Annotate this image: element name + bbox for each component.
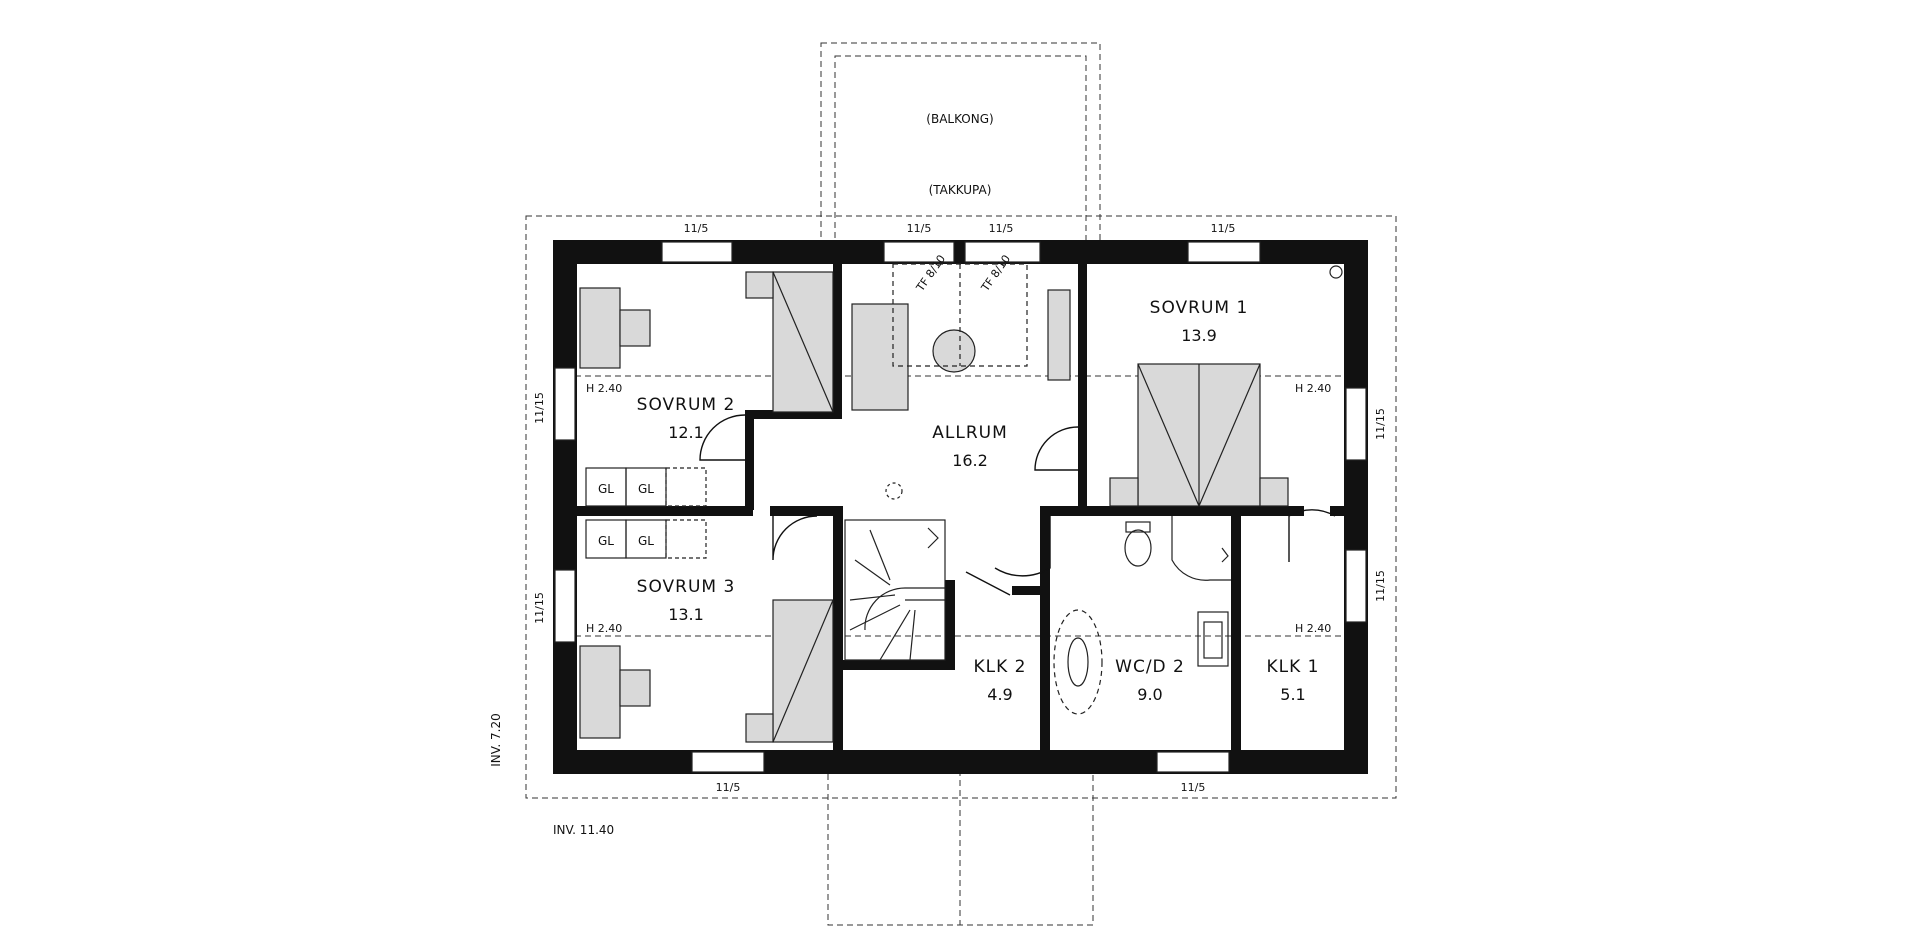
room-area-allrum: 16.2 (952, 451, 988, 470)
room-area-klk1: 5.1 (1280, 685, 1305, 704)
inv-height-label: INV. 7.20 (489, 713, 503, 767)
roof-outline (525, 215, 1397, 799)
room-area-klk2: 4.9 (987, 685, 1012, 704)
window-label: 11/5 (716, 781, 741, 794)
window-label: 11/5 (1181, 781, 1206, 794)
windows (554, 241, 1367, 773)
room-name-klk2: KLK 2 (974, 657, 1027, 677)
room-name-klk1: KLK 1 (1267, 657, 1320, 677)
room-name-sovrum2: SOVRUM 2 (637, 395, 736, 415)
ceiling-height-label: H 2.40 (586, 382, 622, 395)
room-area-sovrum1: 13.9 (1181, 326, 1217, 345)
interior-walls (577, 264, 1344, 752)
window-label: 11/5 (1211, 222, 1236, 235)
wardrobe-label: GL (638, 482, 654, 496)
dormer-outline (834, 55, 1087, 242)
room-area-sovrum2: 12.1 (668, 423, 704, 442)
doors (699, 414, 1336, 596)
room-area-wcd2: 9.0 (1137, 685, 1162, 704)
wardrobe-label: GL (638, 534, 654, 548)
ceiling-height-label: H 2.40 (1295, 382, 1331, 395)
bathroom-fixtures (1053, 516, 1231, 715)
furniture (579, 263, 1343, 743)
room-name-wcd2: WC/D 2 (1115, 657, 1185, 677)
balcony-outline (820, 42, 1101, 242)
inv-width-label: INV. 11.40 (553, 823, 614, 837)
room-name-sovrum1: SOVRUM 1 (1150, 298, 1249, 318)
balcony-label: (BALKONG) (926, 112, 993, 126)
window-label: 11/15 (533, 392, 546, 424)
window-label: 11/5 (989, 222, 1014, 235)
ceiling-height-label: H 2.40 (1295, 622, 1331, 635)
stairs (844, 519, 946, 661)
room-area-sovrum3: 13.1 (668, 605, 704, 624)
window-label: 11/15 (1374, 570, 1387, 602)
ceiling-height-label: H 2.40 (586, 622, 622, 635)
dormer-label: (TAKKUPA) (929, 183, 992, 197)
wardrobe-label: GL (598, 534, 614, 548)
room-name-allrum: ALLRUM (932, 423, 1008, 443)
room-name-sovrum3: SOVRUM 3 (637, 577, 736, 597)
wardrobe-label: GL (598, 482, 614, 496)
window-label: 11/5 (684, 222, 709, 235)
window-label: 11/5 (907, 222, 932, 235)
window-label: 11/15 (533, 592, 546, 624)
wardrobes (585, 467, 707, 559)
window-label: 11/15 (1374, 408, 1387, 440)
